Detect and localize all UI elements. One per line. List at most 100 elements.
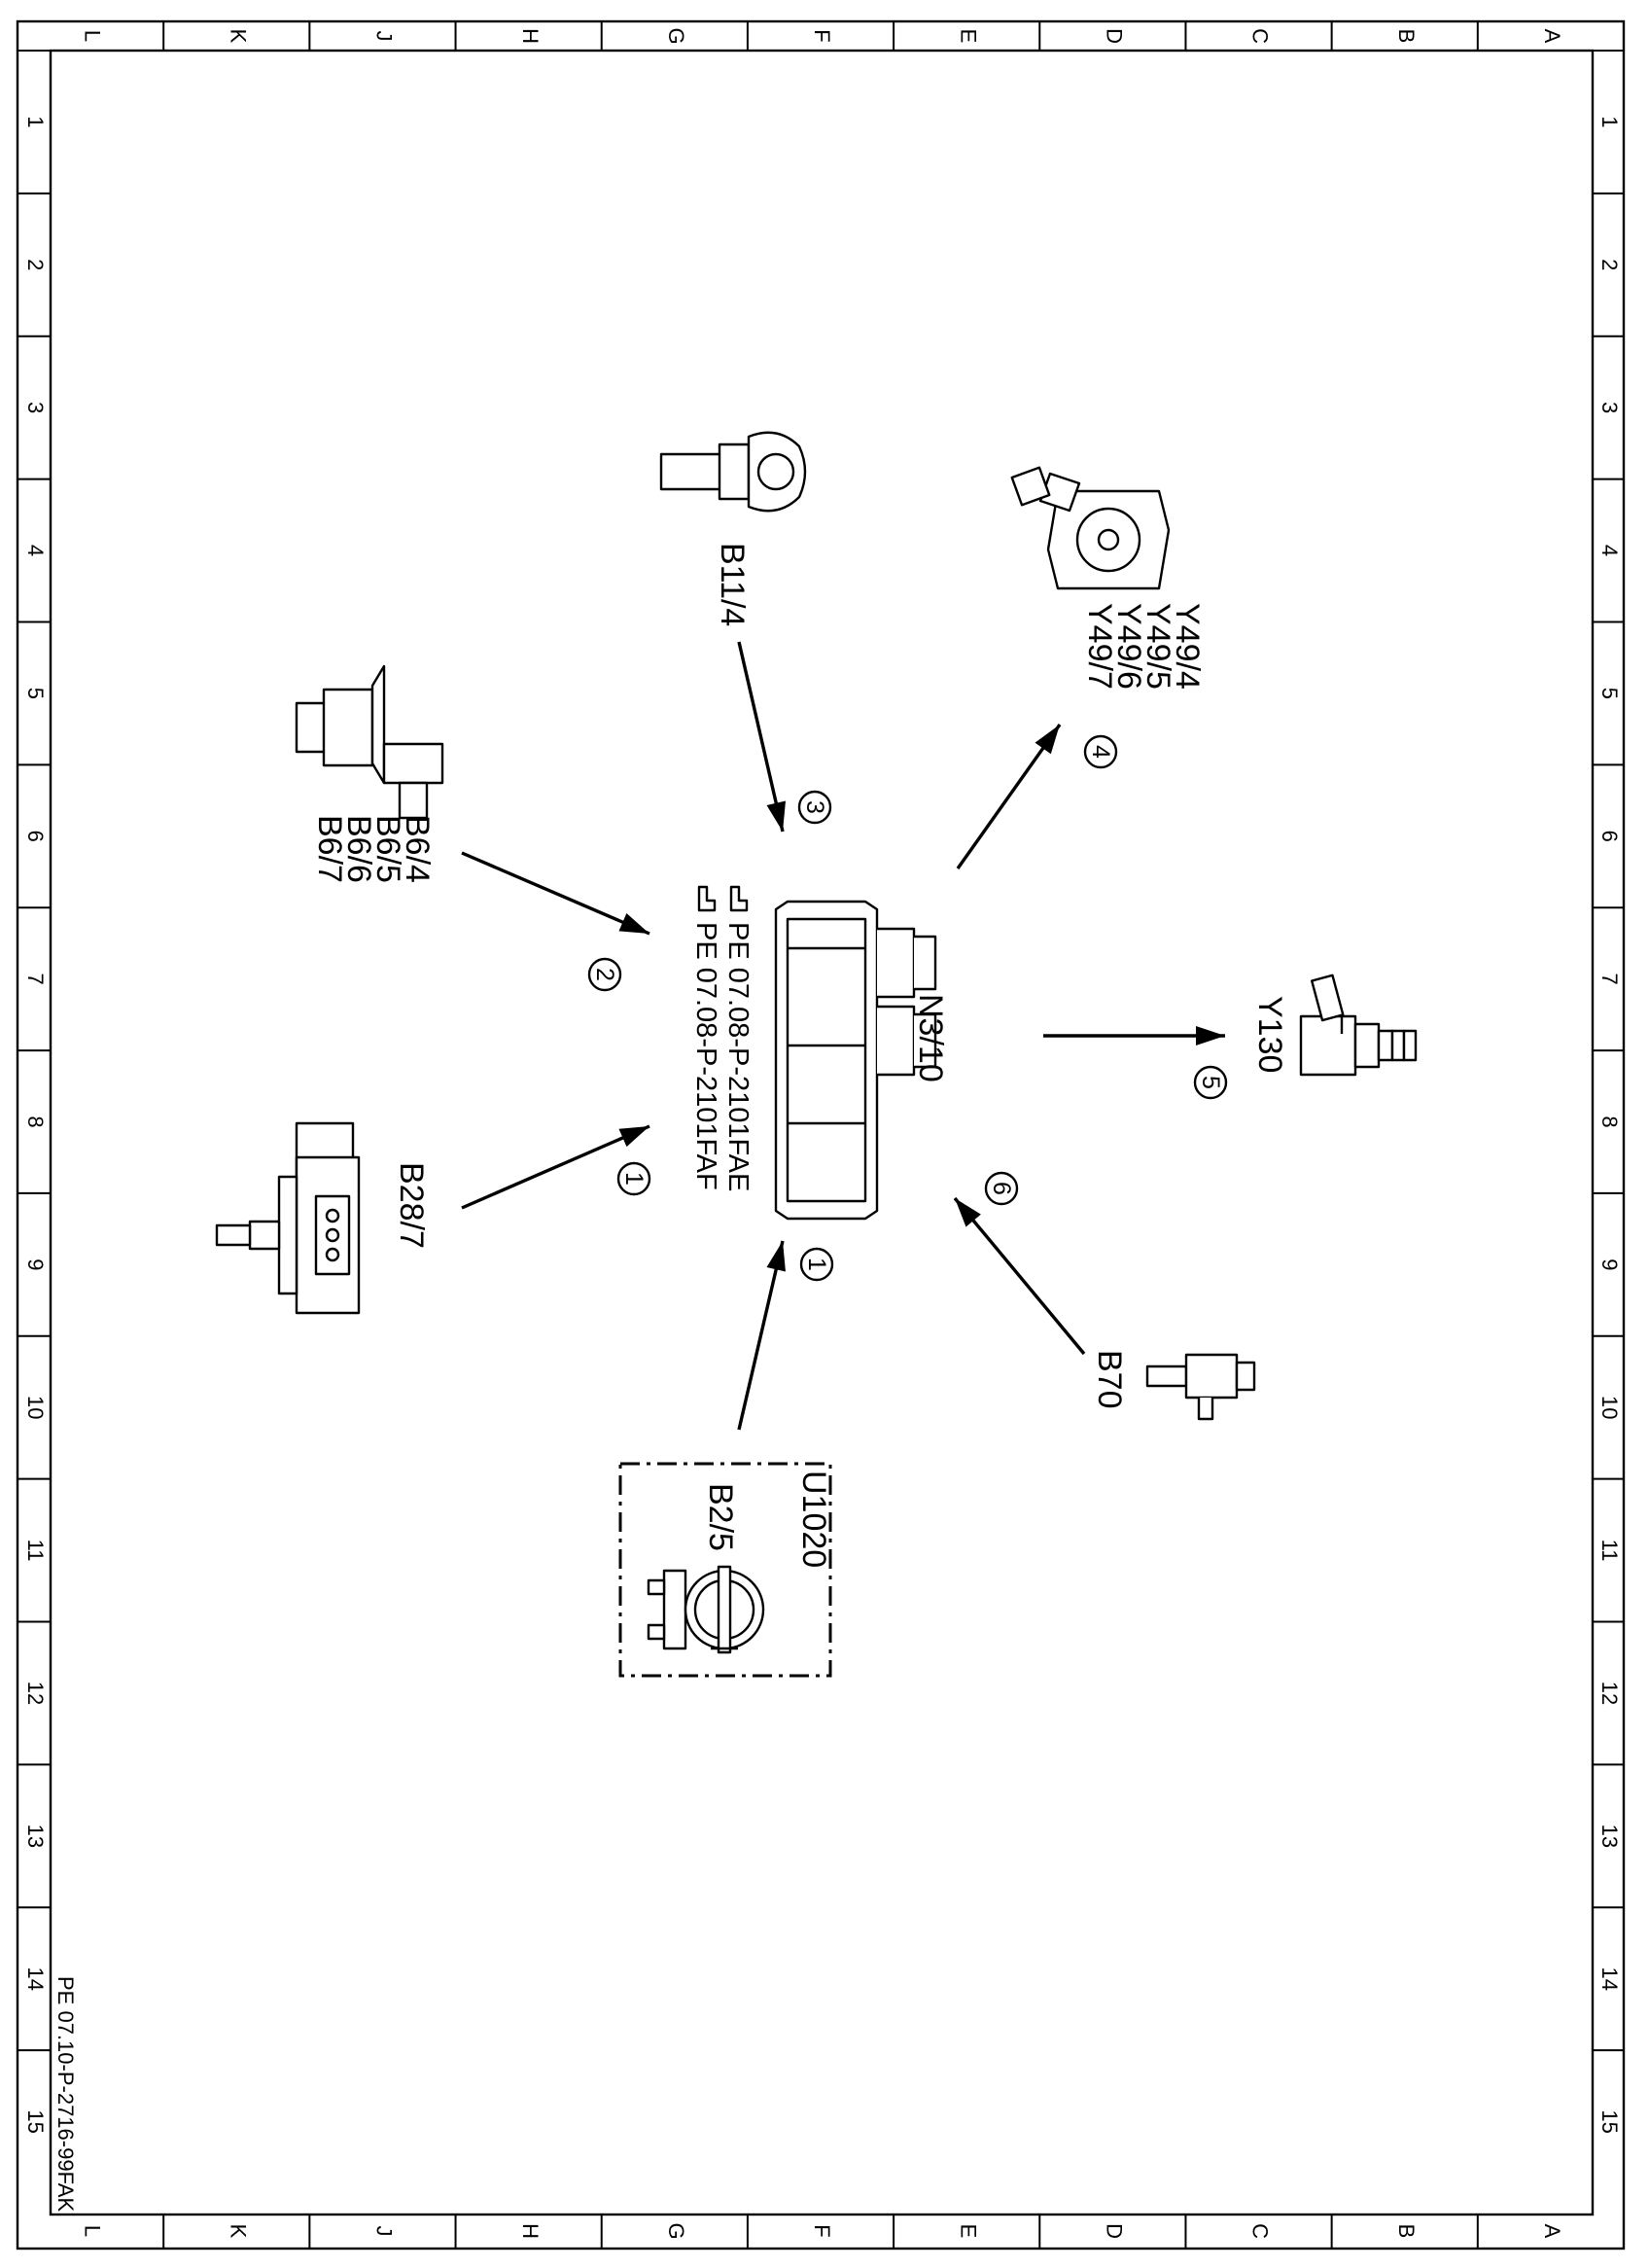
grid-row-label-right: 11 bbox=[1597, 1540, 1622, 1562]
b6-label-3: B6/6 bbox=[340, 815, 377, 883]
callout-number: 1 bbox=[803, 1258, 830, 1271]
b28-7-label: B28/7 bbox=[393, 1162, 430, 1249]
y49-label-3: Y49/6 bbox=[1110, 603, 1147, 690]
grid-row-label-right: 5 bbox=[1597, 688, 1622, 699]
y49-label-2: Y49/5 bbox=[1140, 603, 1176, 690]
u1020-label: U1020 bbox=[795, 1471, 832, 1568]
b6-label-4: B6/7 bbox=[311, 815, 348, 883]
crankshaft-hall-sensor-icon bbox=[1145, 1353, 1256, 1421]
grid-row-label-right: 7 bbox=[1597, 974, 1622, 985]
grid-column-label-bottom: C bbox=[1248, 2223, 1273, 2239]
arrow-b28-7-to-ecu-shaft bbox=[461, 1124, 650, 1210]
arrow-b70-to-ecu-head bbox=[955, 1198, 981, 1227]
grid-column-label-bottom: H bbox=[518, 2223, 543, 2239]
grid-column-label-bottom: E bbox=[956, 2224, 980, 2239]
callout-circle bbox=[797, 790, 832, 825]
grid-column-label-bottom: F bbox=[810, 2224, 834, 2237]
ecu-label: N3/10 bbox=[912, 994, 949, 1082]
coolant-temperature-sensor-icon bbox=[659, 431, 807, 513]
grid-row-label-right: 6 bbox=[1597, 831, 1622, 842]
camshaft-hall-sensor-icon bbox=[295, 664, 444, 820]
grid-column-label-top: H bbox=[518, 28, 543, 44]
b6-label-1: B6/4 bbox=[399, 815, 436, 883]
grid-column-label-bottom: B bbox=[1394, 2224, 1419, 2239]
grid-row-label-right: 8 bbox=[1597, 1116, 1622, 1127]
grid-column-label-bottom: L bbox=[80, 2225, 104, 2237]
arrow-ecu-to-y130-head bbox=[1196, 1026, 1225, 1045]
reference-icon-2 bbox=[697, 885, 717, 912]
b2-5-label: B2/5 bbox=[702, 1483, 739, 1551]
arrow-b6-to-ecu-head bbox=[618, 912, 649, 934]
arrow-b11-4-to-ecu-head bbox=[766, 800, 786, 832]
y49-label-1: Y49/4 bbox=[1169, 603, 1206, 690]
engine-control-unit-icon bbox=[774, 900, 937, 1221]
callout-circle bbox=[587, 957, 622, 992]
grid-row-label-left: 6 bbox=[23, 831, 48, 842]
grid-row-label-right: 12 bbox=[1597, 1682, 1622, 1705]
grid-column-label-bottom: A bbox=[1540, 2224, 1564, 2239]
arrow-b70-to-ecu-shaft bbox=[953, 1196, 1086, 1356]
grid-column-label-top: F bbox=[810, 29, 834, 42]
grid-row-label-left: 15 bbox=[23, 2109, 48, 2133]
arrow-b28-7-to-ecu-head bbox=[618, 1126, 649, 1148]
grid-row-label-left: 3 bbox=[23, 402, 48, 413]
camshaft-adjuster-solenoid-icon bbox=[1010, 466, 1171, 590]
grid-row-label-right: 2 bbox=[1597, 259, 1622, 270]
grid-row-label-left: 14 bbox=[23, 1967, 48, 1990]
reference-text-1: PE 07.08-P-2101FAE bbox=[722, 922, 754, 1191]
grid-row-label-right: 10 bbox=[1597, 1396, 1622, 1419]
grid-row-label-left: 5 bbox=[23, 688, 48, 699]
grid-column-label-top: G bbox=[664, 27, 688, 44]
callout-number: 3 bbox=[801, 800, 828, 814]
grid-row-label-left: 13 bbox=[23, 1825, 48, 1848]
callout-number: 2 bbox=[591, 968, 618, 981]
callout-number: 5 bbox=[1197, 1076, 1224, 1089]
b6-label-2: B6/5 bbox=[369, 815, 406, 883]
grid-row-label-left: 8 bbox=[23, 1116, 48, 1127]
grid-column-label-top: C bbox=[1248, 28, 1273, 44]
callout-circle bbox=[1193, 1065, 1228, 1100]
grid-column-label-top: A bbox=[1540, 29, 1564, 44]
outer-frame bbox=[16, 19, 1626, 2250]
arrow-ecu-to-y49-shaft bbox=[956, 724, 1062, 869]
grid-column-label-bottom: G bbox=[664, 2222, 688, 2239]
grid-row-label-left: 2 bbox=[23, 259, 48, 270]
hot-film-mass-air-flow-sensor-icon bbox=[647, 1565, 765, 1654]
grid-column-label-top: B bbox=[1394, 29, 1419, 44]
grid-row-label-left: 7 bbox=[23, 974, 48, 985]
grid-row-label-right: 15 bbox=[1597, 2109, 1622, 2133]
inner-frame bbox=[49, 49, 1595, 2216]
grid-row-label-left: 9 bbox=[23, 1258, 48, 1270]
arrow-b11-4-to-ecu-shaft bbox=[737, 641, 785, 833]
grid-column-label-bottom: K bbox=[226, 2224, 250, 2239]
reference-text-2: PE 07.08-P-2101FAF bbox=[690, 922, 721, 1190]
u1020-module-frame bbox=[618, 1462, 832, 1678]
callout-number: 4 bbox=[1087, 745, 1114, 759]
grid-row-label-left: 1 bbox=[23, 116, 48, 127]
signal-arrows bbox=[461, 641, 1225, 1431]
b70-label: B70 bbox=[1091, 1350, 1128, 1409]
grid-column-label-top: E bbox=[956, 29, 980, 44]
y49-label-4: Y49/7 bbox=[1081, 603, 1118, 690]
oil-pump-valve-icon bbox=[1299, 974, 1418, 1077]
grid-column-label-bottom: J bbox=[372, 2226, 397, 2237]
y130-label: Y130 bbox=[1251, 996, 1288, 1073]
grid-column-label-top: D bbox=[1103, 28, 1127, 44]
grid-row-label-left: 10 bbox=[23, 1396, 48, 1419]
grid-row-label-left: 12 bbox=[23, 1682, 48, 1705]
arrow-u1020-to-ecu-head bbox=[766, 1241, 786, 1272]
grid-column-label-bottom: D bbox=[1103, 2223, 1127, 2239]
pressure-sensor-icon bbox=[215, 1121, 361, 1315]
callout-circle bbox=[616, 1161, 651, 1196]
grid-ticks bbox=[18, 21, 1624, 2249]
reference-icon-1 bbox=[729, 885, 749, 912]
grid-row-label-right: 4 bbox=[1597, 545, 1622, 556]
grid-row-label-left: 11 bbox=[23, 1540, 48, 1562]
grid-row-label-right: 13 bbox=[1597, 1825, 1622, 1848]
grid-column-label-top: K bbox=[226, 29, 250, 44]
callout-number: 1 bbox=[620, 1172, 648, 1186]
arrow-b6-to-ecu-shaft bbox=[461, 851, 650, 936]
